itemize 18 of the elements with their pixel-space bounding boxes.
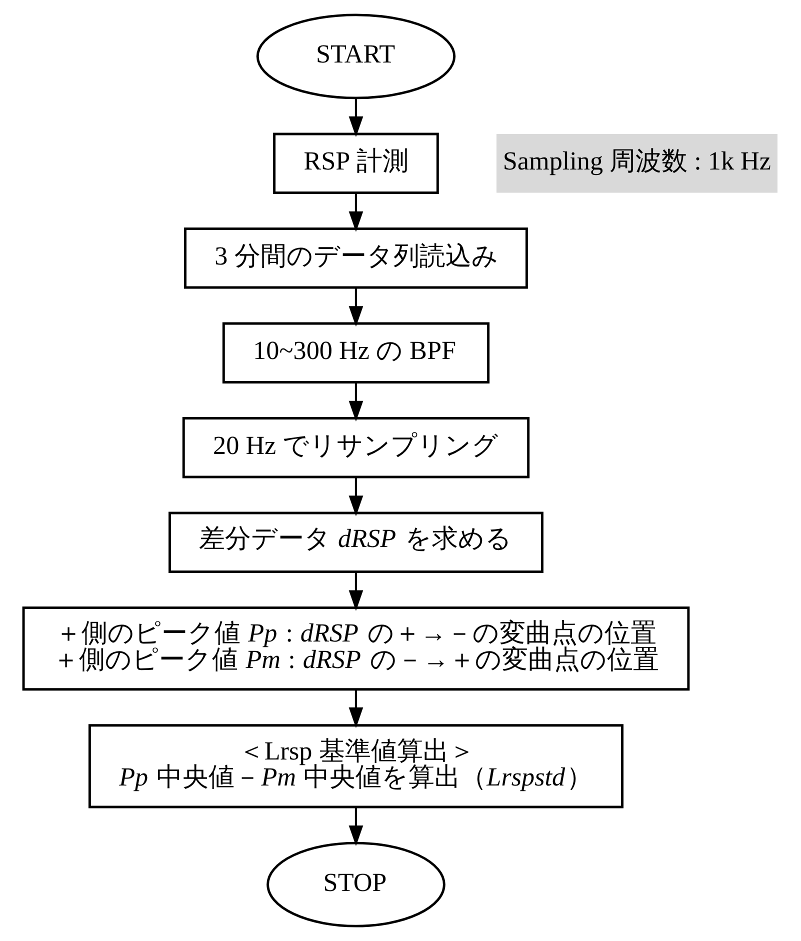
node-box: ＜Lrsp 基準値算出＞ Pp 中央値－Pm 中央値を算出（Lrspstd） bbox=[88, 724, 624, 808]
arrow bbox=[348, 572, 364, 611]
arrow bbox=[348, 477, 364, 516]
label: Sampling 周波数 : 1k Hz bbox=[502, 146, 772, 176]
arrow bbox=[348, 690, 364, 728]
node-box: ＋側のピーク値 Pp : dRSP の＋→－の変曲点の位置 ＋側のピーク値 Pm : dRSP の－→＋の変曲点の位置 bbox=[22, 606, 690, 691]
arrow bbox=[348, 807, 364, 846]
arrow bbox=[348, 382, 364, 422]
node-box: 20 Hz でリサンプリング bbox=[182, 417, 530, 478]
node-box: 差分データ dRSP を求める bbox=[168, 512, 544, 573]
arrow bbox=[348, 192, 364, 232]
node-box: 10~300 Hz の BPF bbox=[222, 322, 490, 384]
node-ellipse: STOP bbox=[266, 842, 446, 928]
node-box: 3 分間のデータ列読込み bbox=[184, 228, 528, 289]
arrow bbox=[348, 98, 364, 138]
node-ellipse: START bbox=[256, 14, 456, 100]
node-box: RSP 計測 bbox=[273, 132, 439, 194]
arrow bbox=[348, 288, 364, 327]
